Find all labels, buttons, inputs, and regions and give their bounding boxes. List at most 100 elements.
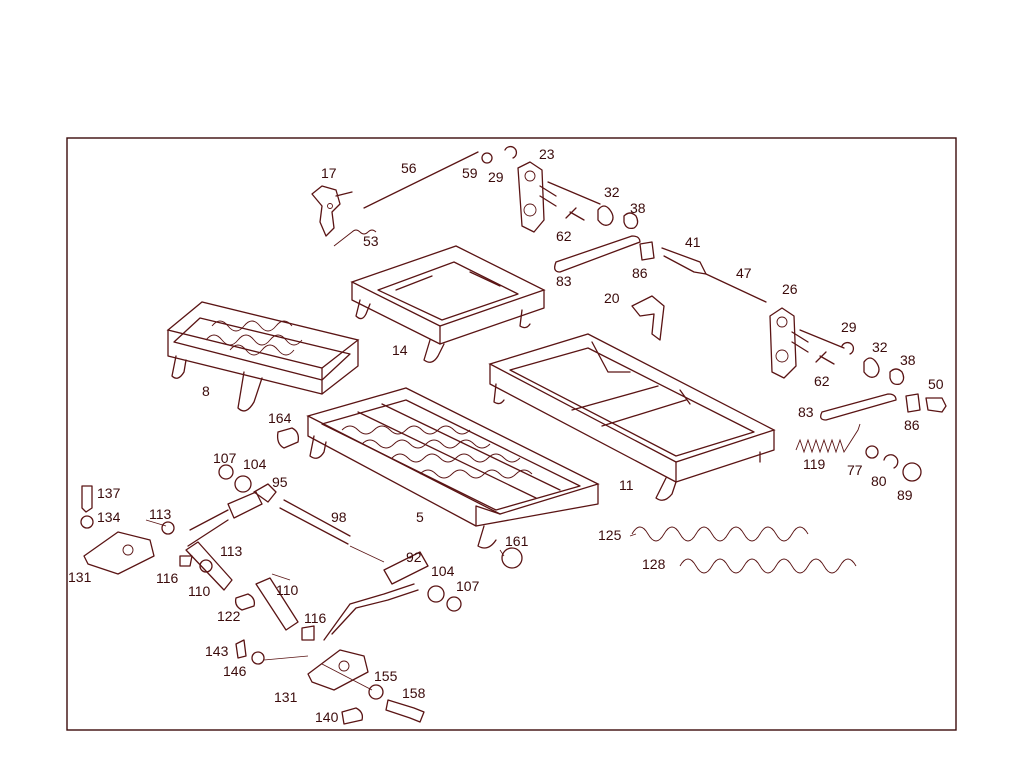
callout-20: 20 bbox=[604, 290, 620, 306]
seat-hook-20 bbox=[631, 295, 665, 341]
bushing-164 bbox=[276, 427, 300, 449]
callout-62: 62 bbox=[814, 373, 830, 389]
callout-23: 23 bbox=[539, 146, 555, 162]
pin-50 bbox=[925, 397, 947, 413]
callout-116: 116 bbox=[156, 570, 179, 586]
clip-86-right bbox=[905, 393, 921, 413]
callout-89: 89 bbox=[897, 487, 913, 503]
callout-83: 83 bbox=[556, 273, 572, 289]
clip-29-right bbox=[841, 342, 854, 355]
callout-32: 32 bbox=[872, 339, 888, 355]
callout-116: 116 bbox=[304, 610, 327, 626]
rod-47 bbox=[705, 273, 767, 303]
callout-86: 86 bbox=[904, 417, 920, 433]
callout-95: 95 bbox=[272, 474, 288, 490]
pin-116-right bbox=[301, 625, 315, 641]
clip-62-top bbox=[565, 207, 585, 221]
callout-92: 92 bbox=[406, 549, 422, 565]
callout-56: 56 bbox=[401, 160, 417, 176]
hinge-bracket-17 bbox=[311, 185, 353, 237]
coil-spring-119 bbox=[795, 423, 861, 454]
bushing-38-right bbox=[889, 368, 905, 386]
cap-161 bbox=[501, 547, 523, 569]
clip-62-right bbox=[815, 351, 835, 365]
callout-107: 107 bbox=[213, 450, 237, 466]
washer-107-right bbox=[446, 596, 462, 612]
callout-119: 119 bbox=[803, 456, 826, 472]
callout-158: 158 bbox=[402, 685, 426, 701]
callout-113: 113 bbox=[220, 543, 243, 559]
link-rod-lower bbox=[799, 329, 845, 349]
base-bracket-131-right bbox=[307, 649, 369, 691]
washer-107-left bbox=[218, 464, 234, 480]
shaft-92 bbox=[383, 551, 429, 585]
tube-98 bbox=[279, 499, 351, 545]
callout-122: 122 bbox=[217, 608, 241, 624]
callout-134: 134 bbox=[97, 509, 121, 525]
clip-95 bbox=[253, 483, 277, 503]
callout-155: 155 bbox=[374, 668, 398, 684]
bushing-38-top bbox=[623, 212, 639, 230]
callout-131: 131 bbox=[274, 689, 298, 705]
diagram-border bbox=[66, 137, 957, 731]
crank-arm-right bbox=[323, 583, 419, 641]
bushing-122 bbox=[234, 593, 256, 611]
callout-110: 110 bbox=[276, 582, 299, 598]
shaft-41 bbox=[661, 247, 707, 275]
callout-104: 104 bbox=[431, 563, 455, 579]
lever-83-right bbox=[820, 393, 897, 421]
seat-frame-part-11 bbox=[488, 333, 776, 501]
arm-110-left bbox=[185, 541, 233, 591]
hinge-plate-26 bbox=[769, 307, 809, 379]
washer-113-left bbox=[161, 521, 175, 535]
seat-frame-part-8 bbox=[166, 301, 360, 412]
washer-59 bbox=[481, 152, 493, 164]
callout-32: 32 bbox=[604, 184, 620, 200]
base-bracket-131-left bbox=[83, 531, 155, 575]
callout-47: 47 bbox=[736, 265, 752, 281]
callout-146: 146 bbox=[223, 663, 247, 679]
callout-41: 41 bbox=[685, 234, 701, 250]
bushing-32-right bbox=[863, 357, 880, 378]
clip-80 bbox=[883, 454, 899, 469]
callout-14: 14 bbox=[392, 342, 408, 358]
callout-29: 29 bbox=[841, 319, 857, 335]
zigzag-spring-128 bbox=[679, 558, 857, 574]
washer-146 bbox=[251, 651, 265, 665]
spring-wire-53 bbox=[333, 229, 377, 247]
rod-56 bbox=[363, 151, 479, 209]
cap-89 bbox=[902, 462, 922, 482]
callout-5: 5 bbox=[416, 509, 424, 525]
callout-125: 125 bbox=[598, 527, 622, 543]
washer-77 bbox=[865, 445, 879, 459]
callout-107: 107 bbox=[456, 578, 480, 594]
link-rod-upper bbox=[547, 181, 601, 205]
seat-frame-part-5 bbox=[306, 387, 600, 549]
callout-50: 50 bbox=[928, 376, 944, 392]
clip-86-top bbox=[639, 241, 655, 261]
callout-143: 143 bbox=[205, 643, 229, 659]
callout-38: 38 bbox=[900, 352, 916, 368]
callout-164: 164 bbox=[268, 410, 292, 426]
bushing-104-right bbox=[427, 585, 445, 603]
callout-83: 83 bbox=[798, 404, 814, 420]
bushing-104-left bbox=[234, 475, 252, 493]
callout-29: 29 bbox=[488, 169, 504, 185]
callout-11: 11 bbox=[619, 477, 634, 493]
clip-29-top bbox=[504, 146, 517, 159]
callout-77: 77 bbox=[847, 462, 863, 478]
washer-134 bbox=[80, 515, 94, 529]
bolt-140 bbox=[341, 707, 364, 725]
crank-arm-left bbox=[187, 491, 263, 547]
callout-38: 38 bbox=[630, 200, 646, 216]
callout-104: 104 bbox=[243, 456, 267, 472]
bolt-137 bbox=[81, 485, 93, 513]
callout-113: 113 bbox=[149, 506, 172, 522]
callout-26: 26 bbox=[782, 281, 798, 297]
pin-116-left bbox=[179, 555, 193, 567]
arm-110-right bbox=[255, 577, 299, 631]
callout-128: 128 bbox=[642, 556, 666, 572]
callout-59: 59 bbox=[462, 165, 478, 181]
callout-98: 98 bbox=[331, 509, 347, 525]
